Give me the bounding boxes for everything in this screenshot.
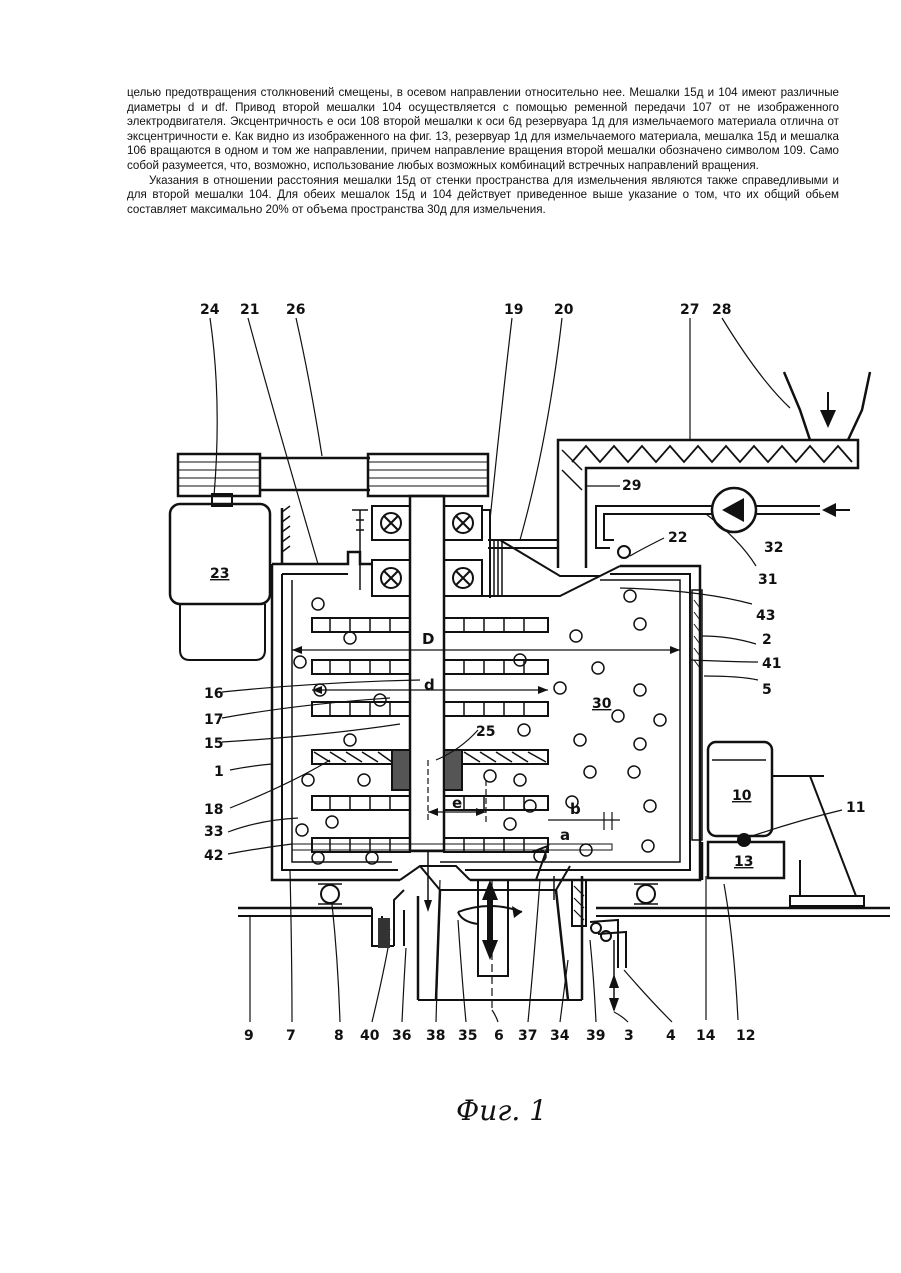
label-35: 35 <box>458 1028 477 1044</box>
dimension-a: a <box>560 826 570 844</box>
label-8: 8 <box>334 1028 344 1044</box>
dimension-D: D <box>422 630 434 648</box>
label-23: 23 <box>210 566 229 582</box>
label-1: 1 <box>214 764 224 780</box>
label-25: 25 <box>476 724 495 740</box>
reference-numerals: 24 21 26 19 20 27 28 29 22 32 31 43 2 41… <box>200 302 865 1127</box>
label-42: 42 <box>204 848 223 864</box>
label-15: 15 <box>204 736 223 752</box>
label-21: 21 <box>240 302 259 318</box>
label-11: 11 <box>846 800 865 816</box>
label-19: 19 <box>504 302 523 318</box>
frame-bracket <box>282 506 290 565</box>
pump-32 <box>700 488 850 532</box>
dimension-d: d <box>424 676 435 694</box>
belt-26 <box>260 458 370 490</box>
shaft-6 <box>410 496 444 851</box>
label-29: 29 <box>622 478 641 494</box>
label-17: 17 <box>204 712 223 728</box>
label-13: 13 <box>734 854 753 870</box>
label-4: 4 <box>666 1028 676 1044</box>
label-20: 20 <box>554 302 574 318</box>
label-33: 33 <box>204 824 223 840</box>
label-2: 2 <box>762 632 772 648</box>
label-32: 32 <box>764 540 783 556</box>
label-27: 27 <box>680 302 699 318</box>
label-38: 38 <box>426 1028 445 1044</box>
dimension-b: b <box>570 800 581 818</box>
label-28: 28 <box>712 302 731 318</box>
label-12: 12 <box>736 1028 755 1044</box>
label-43: 43 <box>756 608 775 624</box>
label-9: 9 <box>244 1028 254 1044</box>
label-14: 14 <box>696 1028 716 1044</box>
vessel-1 <box>272 540 702 880</box>
seal-39 <box>572 880 626 1012</box>
motor-10 <box>708 742 864 906</box>
hopper-28 <box>784 372 870 440</box>
label-31: 31 <box>758 572 777 588</box>
label-40: 40 <box>360 1028 380 1044</box>
label-30: 30 <box>592 696 612 712</box>
label-18: 18 <box>204 802 223 818</box>
label-24: 24 <box>200 302 220 318</box>
label-37: 37 <box>518 1028 537 1044</box>
figure-caption: Фиг. 1 <box>456 1094 547 1127</box>
label-34: 34 <box>550 1028 570 1044</box>
dimension-e: e <box>452 794 462 812</box>
label-22: 22 <box>668 530 687 546</box>
label-36: 36 <box>392 1028 411 1044</box>
label-41: 41 <box>762 656 781 672</box>
bearing-housing <box>352 506 502 598</box>
label-6: 6 <box>494 1028 504 1044</box>
label-5: 5 <box>762 682 772 698</box>
label-3: 3 <box>624 1028 634 1044</box>
label-16: 16 <box>204 686 223 702</box>
pulley-left <box>178 454 260 496</box>
label-7: 7 <box>286 1028 296 1044</box>
agitator-discs <box>292 618 612 852</box>
pulley-right <box>368 454 488 496</box>
label-39: 39 <box>586 1028 605 1044</box>
label-10: 10 <box>732 788 752 804</box>
label-26: 26 <box>286 302 305 318</box>
